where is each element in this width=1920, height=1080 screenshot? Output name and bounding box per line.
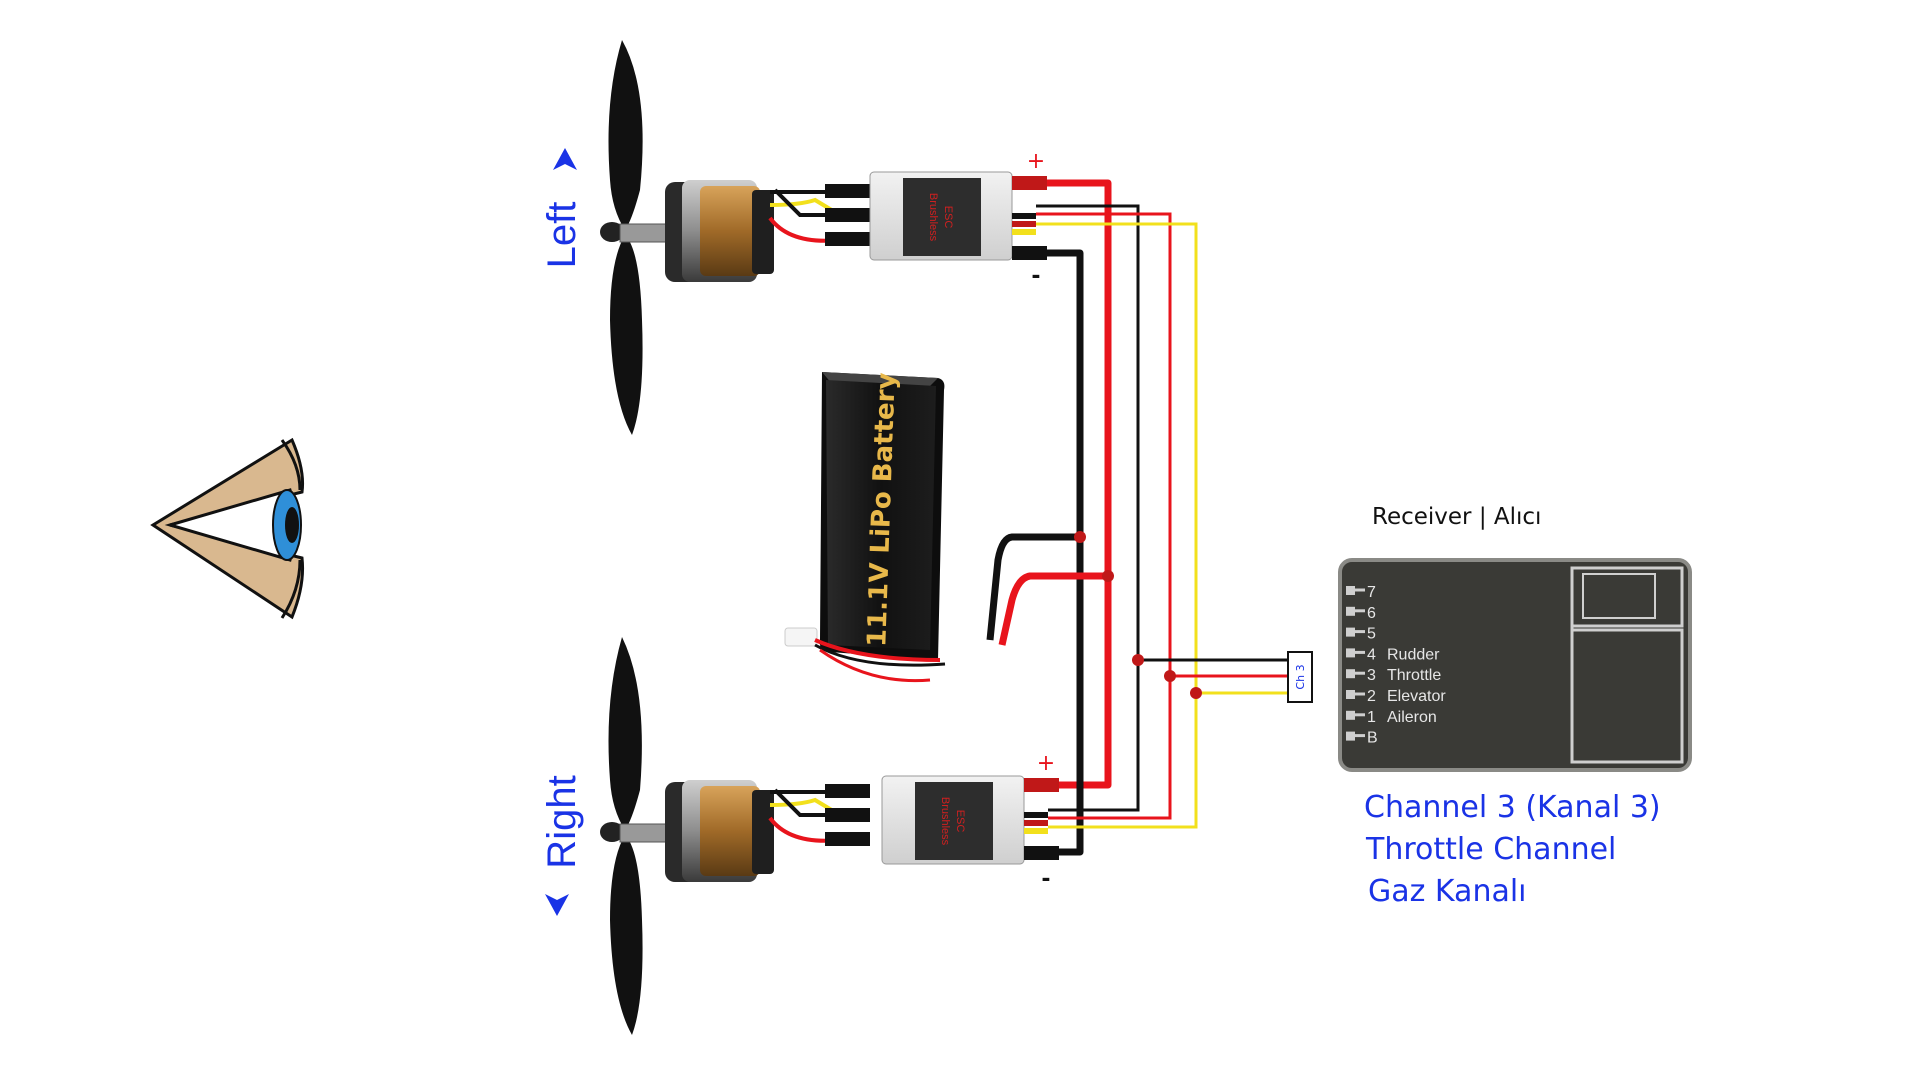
right-propeller: [600, 637, 643, 1035]
power-wires: [986, 179, 1112, 856]
left-arrow-icon: [553, 148, 577, 170]
junction-dot: [1102, 570, 1114, 582]
channel-info-line3: Gaz Kanalı: [1368, 874, 1527, 909]
bottom-esc-label-1: Brushless: [939, 797, 951, 846]
receiver-channel-number: 1: [1367, 709, 1376, 726]
channel-info-line2: Throttle Channel: [1366, 832, 1617, 867]
left-propeller: [600, 40, 643, 435]
ch3-plug-label: Ch 3: [1294, 664, 1307, 689]
top-esc-label-2: ESC: [942, 206, 954, 229]
receiver-channel-number: 6: [1367, 605, 1376, 622]
signal-wires: [1036, 204, 1290, 829]
receiver-pin: [1346, 710, 1355, 720]
left-motor: [619, 180, 774, 282]
bottom-esc: Brushless ESC: [881, 775, 1059, 865]
eye-icon: [150, 437, 304, 620]
receiver-channel-name: Elevator: [1387, 688, 1446, 705]
receiver-channel-name: Aileron: [1387, 709, 1437, 726]
junction-dot: [1132, 654, 1144, 666]
right-motor: [619, 780, 774, 882]
receiver-channel-number: 3: [1367, 667, 1376, 684]
junction-dot: [1190, 687, 1202, 699]
junction-dot: [1164, 670, 1176, 682]
receiver-pin: [1346, 586, 1355, 595]
receiver-title: Receiver | Alıcı: [1372, 504, 1542, 530]
receiver-channel-number: 5: [1367, 626, 1376, 643]
right-arrow-icon: [545, 894, 569, 916]
receiver-channel-name: Rudder: [1387, 646, 1440, 663]
bottom-esc-label-2: ESC: [954, 810, 966, 833]
receiver-channel-number: 4: [1367, 646, 1376, 663]
receiver: [1338, 558, 1692, 772]
top-esc-label-1: Brushless: [927, 193, 939, 242]
receiver-channel-number: B: [1367, 730, 1378, 747]
receiver-channel-number: 7: [1367, 584, 1376, 601]
bottom-esc-plus: +: [1037, 751, 1055, 776]
top-esc-plus: +: [1027, 149, 1045, 174]
left-label: Left: [540, 202, 584, 269]
ch3-plug: Ch 3: [1287, 651, 1313, 703]
bottom-esc-minus: -: [1041, 867, 1050, 892]
receiver-pin: [1346, 690, 1355, 699]
receiver-pin: [1346, 648, 1355, 658]
lipo-battery: 11.1V LiPo Battery: [784, 372, 946, 683]
top-esc: Brushless ESC: [869, 171, 1047, 261]
bottom-motor-wires: [768, 784, 870, 846]
receiver-channel-name: Throttle: [1387, 667, 1441, 684]
receiver-pin: [1346, 731, 1355, 741]
receiver-pin: [1346, 669, 1355, 679]
top-motor-wires: [768, 184, 870, 246]
receiver-pin: [1346, 606, 1355, 616]
junction-dot: [1074, 531, 1086, 543]
receiver-pin: [1346, 627, 1355, 637]
channel-info-line1: Channel 3 (Kanal 3): [1364, 790, 1661, 825]
receiver-channel-number: 2: [1367, 688, 1376, 705]
top-esc-minus: -: [1031, 264, 1040, 289]
right-label: Right: [540, 775, 584, 868]
